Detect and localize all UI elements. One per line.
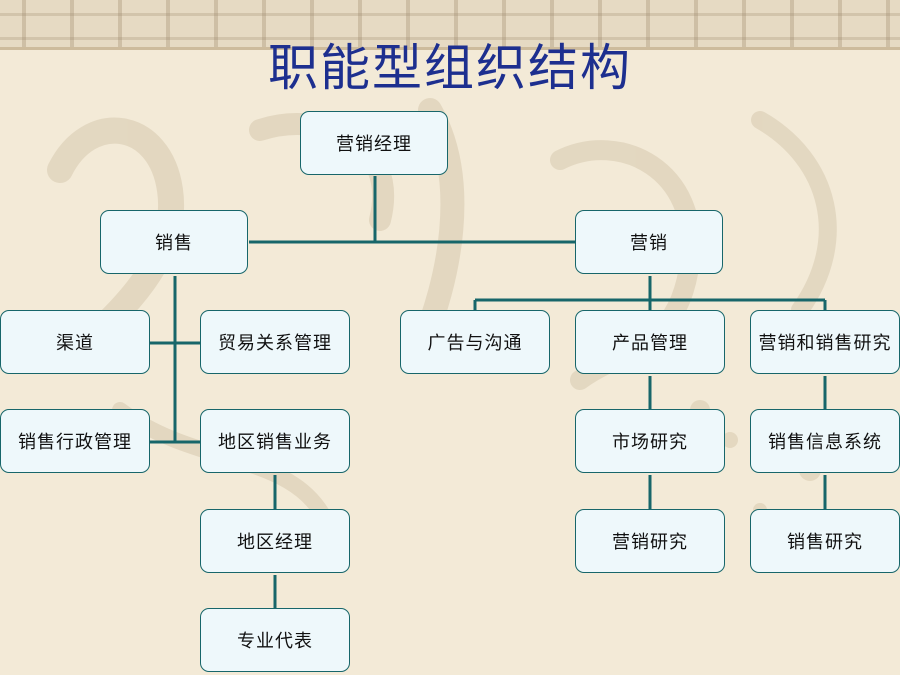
node-regional-manager: 地区经理	[200, 509, 350, 573]
node-marketing-manager: 营销经理	[300, 111, 448, 175]
node-regional-sales: 地区销售业务	[200, 409, 350, 473]
node-sales-info-system: 销售信息系统	[750, 409, 900, 473]
node-product-management: 产品管理	[575, 310, 725, 374]
node-channel: 渠道	[0, 310, 150, 374]
decorative-top-border	[0, 0, 900, 50]
node-trade-relations: 贸易关系管理	[200, 310, 350, 374]
node-sales-admin: 销售行政管理	[0, 409, 150, 473]
node-specialist-rep: 专业代表	[200, 608, 350, 672]
node-mkt-sales-research: 营销和销售研究	[750, 310, 900, 374]
node-sales-research: 销售研究	[750, 509, 900, 573]
node-marketing-research: 营销研究	[575, 509, 725, 573]
node-advertising: 广告与沟通	[400, 310, 550, 374]
node-market-research: 市场研究	[575, 409, 725, 473]
page-title: 职能型组织结构	[268, 39, 632, 97]
node-marketing: 营销	[575, 210, 723, 274]
node-sales: 销售	[100, 210, 248, 274]
